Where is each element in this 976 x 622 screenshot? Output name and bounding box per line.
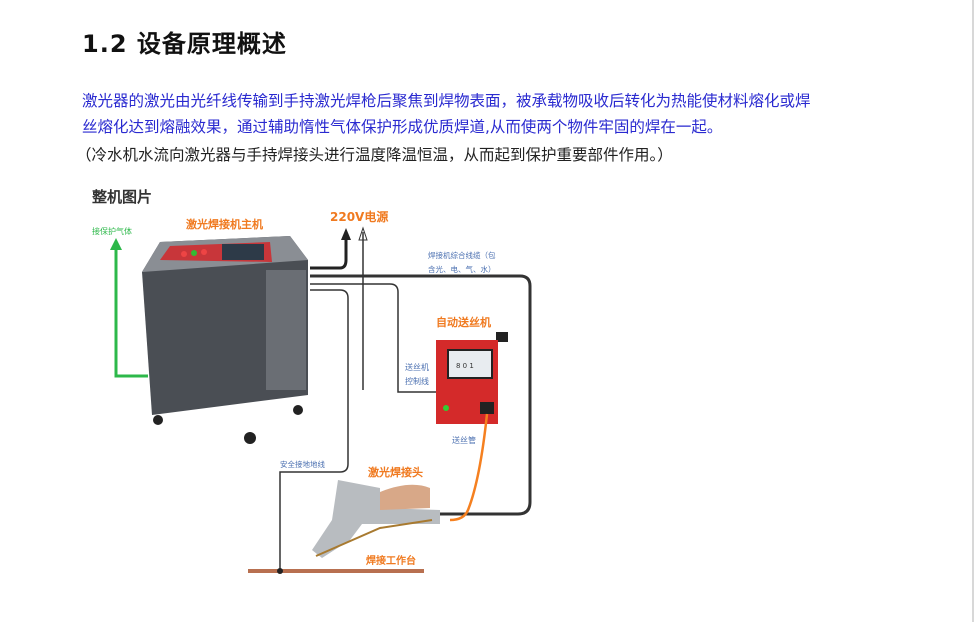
workbench-label: 焊接工作台 bbox=[366, 554, 416, 567]
machine-diagram: 整机图片 接保护气体 激光焊接机主机 220V电源 焊接机综合线缆（包 含光、电… bbox=[92, 188, 532, 574]
section-heading: 1.2 设备原理概述 bbox=[82, 30, 287, 58]
ground-label: 安全接地地线 bbox=[280, 459, 325, 469]
paragraph-line-1: 激光器的激光由光纤线传输到手持激光焊枪后聚焦到焊物表面，被承载物吸收后转化为热能… bbox=[82, 92, 811, 110]
gas-arrow-icon bbox=[110, 238, 122, 250]
screen-readout: 8 0 1 bbox=[456, 362, 474, 370]
wire-tube-label: 送丝管 bbox=[452, 435, 476, 445]
weld-head-label: 激光焊接头 bbox=[368, 465, 423, 479]
control-line-label-2: 控制线 bbox=[405, 376, 429, 386]
cable-label-2: 含光、电、气、水） bbox=[428, 264, 496, 274]
wire-feeder-screen bbox=[447, 349, 493, 379]
plug-icon bbox=[341, 228, 351, 240]
paragraph-line-2: 丝熔化达到熔融效果，通过辅助惰性气体保护形成优质焊道,从而使两个物件牢固的焊在一… bbox=[82, 118, 723, 136]
hand bbox=[380, 484, 430, 510]
paragraph-note: （冷水机水流向激光器与手持焊接头进行温度降温恒温，从而起到保护重要部件作用。） bbox=[76, 146, 673, 164]
gas-label: 接保护气体 bbox=[92, 226, 132, 236]
ground-wire bbox=[279, 289, 349, 570]
power-label: 220V电源 bbox=[330, 209, 388, 224]
main-screen bbox=[222, 244, 264, 260]
combined-cable bbox=[310, 274, 532, 516]
diagram-title: 整机图片 bbox=[92, 188, 152, 206]
plug-icon bbox=[358, 226, 368, 241]
gas-line bbox=[114, 242, 148, 378]
wire-feeder-label: 自动送丝机 bbox=[436, 315, 491, 329]
page-edge-divider bbox=[972, 0, 974, 622]
control-line-label-1: 送丝机 bbox=[405, 362, 429, 372]
power-cable bbox=[310, 236, 348, 270]
weld-head-gun bbox=[312, 480, 440, 558]
wire-tube bbox=[449, 413, 489, 522]
cable-label-1: 焊接机综合线缆（包 bbox=[428, 250, 496, 260]
main-unit-label: 激光焊接机主机 bbox=[186, 217, 263, 231]
control-cable bbox=[310, 283, 440, 393]
workbench bbox=[248, 569, 424, 573]
